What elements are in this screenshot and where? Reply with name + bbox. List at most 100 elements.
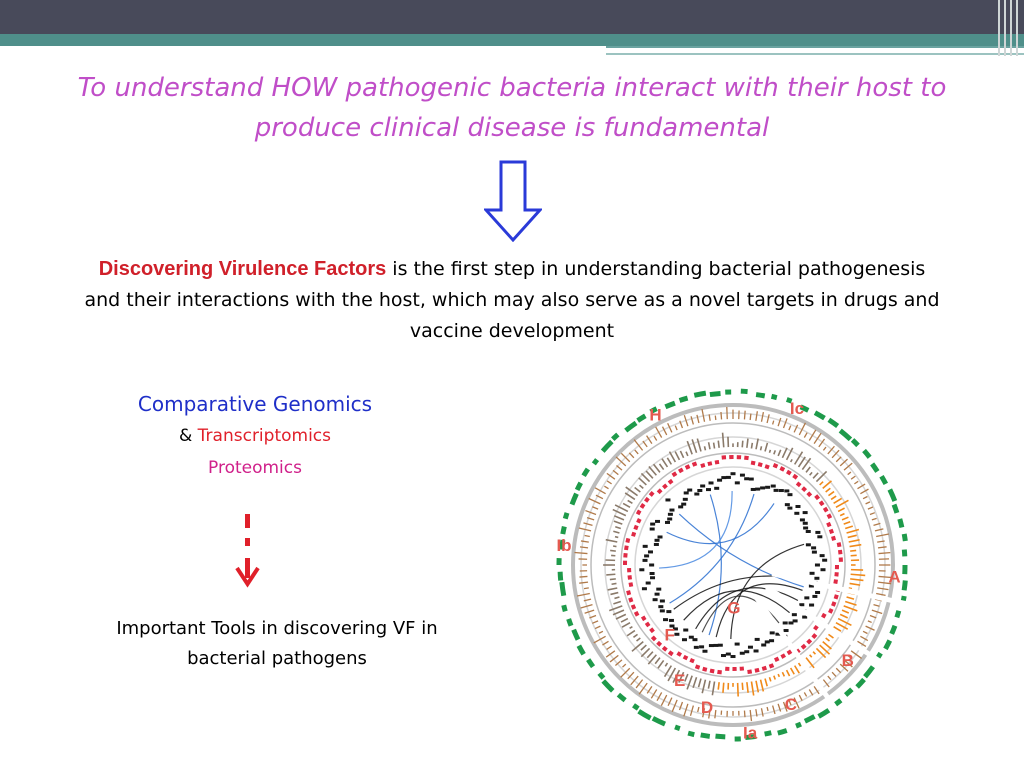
gene-block xyxy=(720,654,726,658)
histogram-tick xyxy=(789,459,793,463)
line-track-tick xyxy=(813,432,822,444)
red-track-segment xyxy=(786,649,793,656)
histogram-tick xyxy=(773,675,776,680)
outer-track-segment xyxy=(785,397,793,404)
red-track-segment xyxy=(747,669,753,675)
histogram-tick xyxy=(607,587,618,591)
gene-block xyxy=(820,568,826,572)
gene-block xyxy=(683,491,689,495)
histogram-tick xyxy=(815,647,827,659)
line-track-tick xyxy=(606,480,612,485)
outer-track-segment xyxy=(709,390,721,398)
histogram-tick xyxy=(625,486,639,497)
histogram-tick xyxy=(833,497,843,505)
red-track-segment xyxy=(667,650,674,657)
line-track-tick xyxy=(782,418,788,429)
histogram-tick xyxy=(701,679,707,694)
line-track-tick xyxy=(865,501,871,505)
line-track-tick xyxy=(876,533,889,538)
histogram-tick xyxy=(839,613,849,619)
outer-track-segment xyxy=(894,610,902,619)
line-track-tick xyxy=(867,620,872,624)
line-track-tick xyxy=(594,625,601,630)
gene-block xyxy=(666,610,672,614)
red-track-segment xyxy=(792,473,799,480)
line-track-tick xyxy=(634,449,639,455)
line-track-tick xyxy=(701,409,706,422)
gene-block xyxy=(652,598,658,602)
line-track-tick xyxy=(860,488,869,495)
link-curve xyxy=(669,493,755,604)
line-track-tick xyxy=(633,439,644,451)
histogram-tick xyxy=(741,682,744,690)
outer-track-segment xyxy=(559,581,567,597)
gene-block xyxy=(747,645,753,649)
red-track-segment xyxy=(836,542,842,548)
red-track-segment xyxy=(714,459,720,465)
outer-track-segment xyxy=(611,432,620,442)
link-curve xyxy=(730,543,805,639)
gene-block xyxy=(753,649,759,653)
histogram-tick xyxy=(741,440,744,448)
line-track-tick xyxy=(831,449,840,459)
line-track-tick xyxy=(656,692,663,701)
gene-block xyxy=(681,638,687,642)
gene-block xyxy=(812,594,818,598)
gene-block xyxy=(787,506,793,510)
line-track-tick xyxy=(860,635,869,642)
line-track-tick xyxy=(850,475,856,480)
histogram-tick xyxy=(646,651,654,659)
line-track-tick xyxy=(818,438,826,448)
histogram-tick xyxy=(819,481,824,486)
gene-block xyxy=(653,542,659,546)
gene-block xyxy=(788,621,794,625)
line-track-tick xyxy=(622,663,627,668)
red-track-segment xyxy=(774,656,780,663)
histogram-tick xyxy=(809,471,813,476)
gene-block xyxy=(658,605,664,609)
line-track-tick xyxy=(586,516,595,521)
line-track-tick xyxy=(605,650,616,658)
histogram-tick xyxy=(657,659,665,669)
red-track-segment xyxy=(750,460,756,466)
line-track-tick xyxy=(604,485,609,490)
gene-block xyxy=(708,644,714,648)
histogram-tick xyxy=(615,613,627,620)
gene-block xyxy=(687,488,693,492)
gene-block xyxy=(792,619,798,623)
gene-block xyxy=(799,518,805,522)
gene-block xyxy=(814,563,820,567)
link-curve xyxy=(659,490,733,569)
histogram-tick xyxy=(812,472,819,479)
gene-block xyxy=(734,481,740,485)
red-track-segment xyxy=(761,665,767,671)
gene-block xyxy=(681,502,687,506)
gene-block xyxy=(775,632,781,636)
red-track-segment xyxy=(662,483,668,490)
gene-block xyxy=(730,655,736,659)
line-track-tick xyxy=(793,424,799,433)
line-track-tick xyxy=(798,422,807,436)
line-track-tick xyxy=(857,640,867,647)
line-track-tick xyxy=(874,528,884,532)
outer-track-segment xyxy=(813,410,826,421)
histogram-tick xyxy=(640,644,647,651)
red-track-segment xyxy=(677,467,684,474)
histogram-tick xyxy=(717,682,720,690)
figure-label: Ib xyxy=(556,536,571,555)
histogram-tick xyxy=(736,682,739,697)
histogram-tick xyxy=(793,451,804,465)
line-track-tick xyxy=(743,410,746,420)
figure-label: H xyxy=(649,405,661,424)
histogram-tick xyxy=(777,673,781,678)
histogram-tick xyxy=(667,667,677,682)
gene-block xyxy=(642,544,648,548)
line-track-tick xyxy=(843,659,853,668)
outer-track-segment xyxy=(637,709,652,721)
histogram-tick xyxy=(612,508,627,517)
line-track-tick xyxy=(667,422,673,433)
gene-block xyxy=(644,554,650,558)
outer-track-segment xyxy=(795,721,802,729)
red-track-segment xyxy=(707,461,713,467)
gene-block xyxy=(803,526,809,530)
